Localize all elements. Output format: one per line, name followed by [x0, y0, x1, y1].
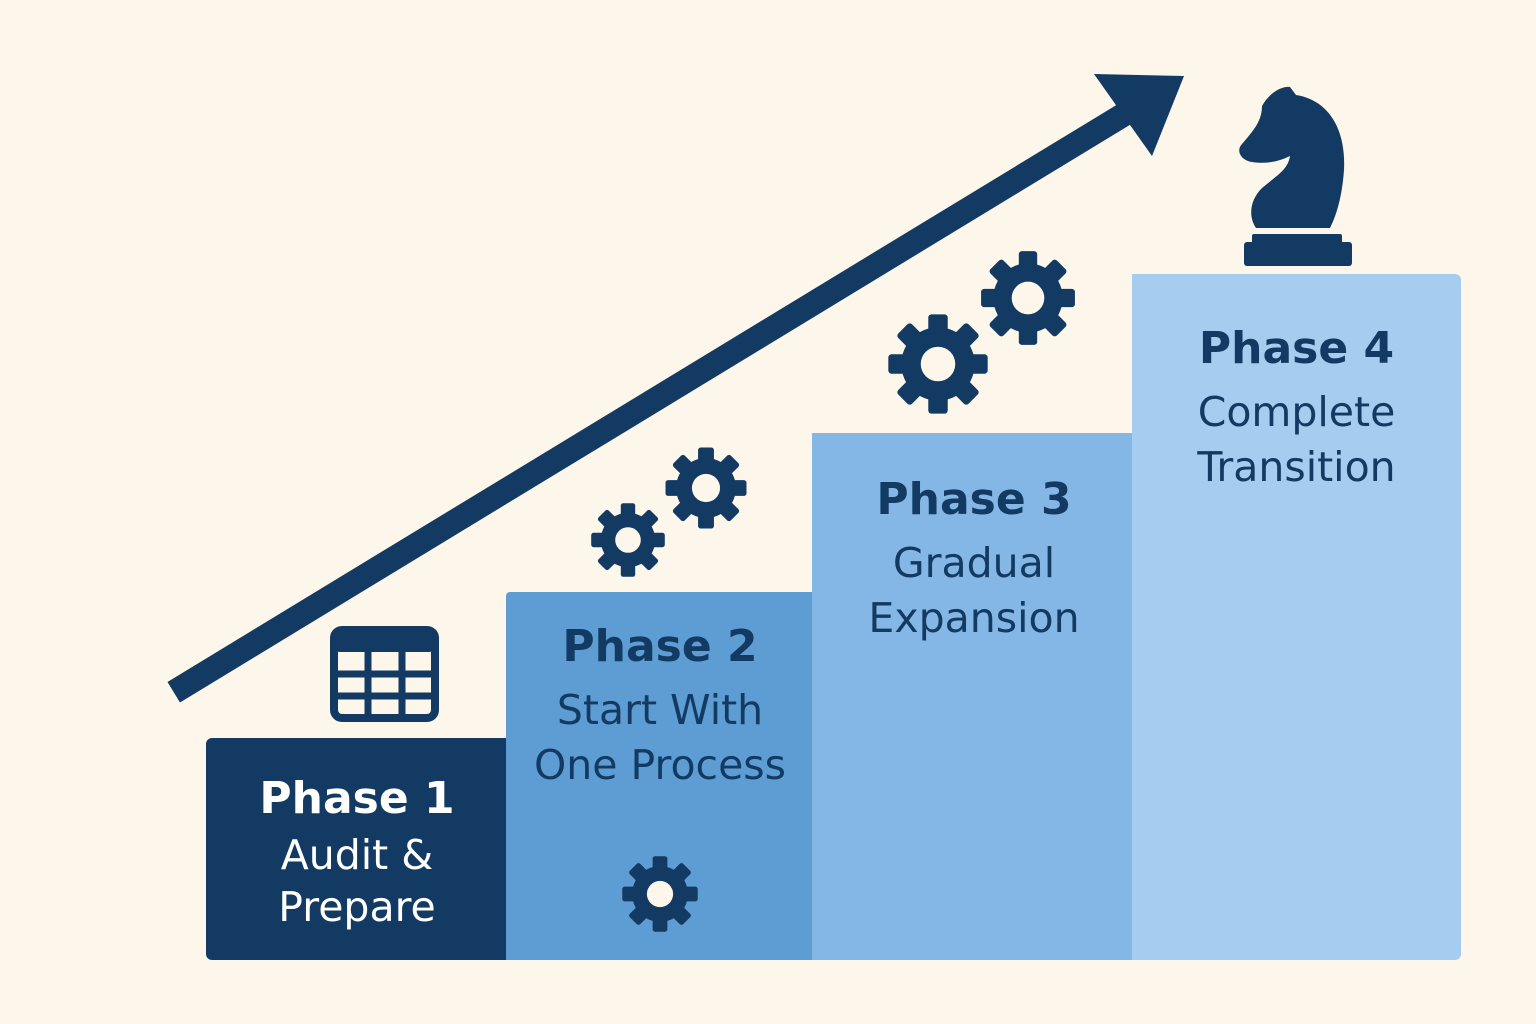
phase-3-desc-line-2: Expansion — [868, 593, 1080, 642]
phase-4-block: Phase 4 Complete Transition — [1132, 274, 1461, 960]
gears-icon-large-pair — [888, 251, 1075, 414]
phase-4-desc-line-2: Transition — [1197, 442, 1396, 491]
trend-arrow-icon — [167, 74, 1184, 703]
phase-4-desc-line-1: Complete — [1197, 387, 1396, 436]
phase-1-desc-line-1: Audit & — [280, 830, 434, 879]
phase-4-title: Phase 4 — [1198, 323, 1395, 374]
chess-knight-icon — [1239, 86, 1352, 266]
phase-2-title: Phase 2 — [562, 621, 758, 672]
phase-2-description: Start With One Process — [506, 683, 814, 794]
phase-1-description: Audit & Prepare — [206, 829, 508, 934]
phase-3-title: Phase 3 — [876, 474, 1072, 525]
phase-2-desc-line-1: Start With — [556, 685, 764, 734]
phase-2-desc-line-2: One Process — [533, 740, 787, 789]
phase-4-description: Complete Transition — [1132, 385, 1461, 496]
phase-3-desc-line-1: Gradual — [892, 538, 1056, 587]
phase-2-block: Phase 2 Start With One Process — [506, 592, 814, 960]
spreadsheet-icon — [330, 626, 439, 722]
phase-1-title: Phase 1 — [259, 773, 455, 824]
phase-3-description: Gradual Expansion — [812, 536, 1136, 647]
gear-icon — [622, 856, 698, 932]
phase-3-block: Phase 3 Gradual Expansion — [812, 433, 1136, 960]
phase-1-desc-line-2: Prepare — [278, 883, 436, 932]
phase-1-block: Phase 1 Audit & Prepare — [206, 738, 508, 960]
gears-icon-small-pair — [591, 447, 747, 577]
